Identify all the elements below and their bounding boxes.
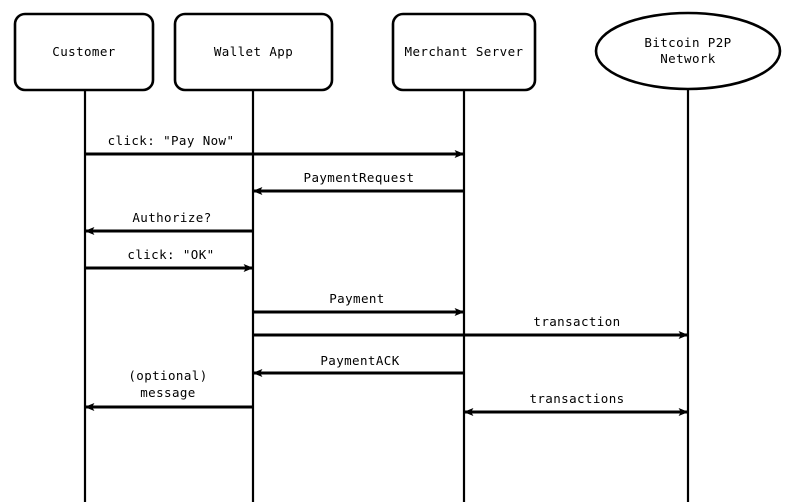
msg-authorize-label: Authorize?	[132, 210, 211, 225]
participant-label-customer: Customer	[52, 44, 115, 59]
lifelines-layer	[83, 89, 690, 502]
msg-payment[interactable]: Payment	[253, 291, 465, 316]
msg-authorize[interactable]: Authorize?	[84, 210, 253, 235]
messages-layer: click: "Pay Now" PaymentRequestAuthorize?…	[84, 133, 689, 416]
msg-transactions-label: transactions	[529, 391, 624, 406]
participants-layer: Customer Wallet App Merchant Server Bitcoin…	[13, 11, 782, 92]
msg-click-pay-now-label: click: "Pay Now"	[108, 133, 235, 148]
msg-payment-ack[interactable]: PaymentACK	[252, 353, 464, 377]
msg-payment-ack-label: PaymentACK	[320, 353, 399, 368]
participant-customer[interactable]: Customer	[13, 12, 155, 92]
participant-merchant[interactable]: Merchant Server	[391, 12, 537, 92]
msg-click-ok[interactable]: click: "OK"	[85, 247, 254, 272]
msg-transaction[interactable]: transaction	[253, 314, 689, 339]
msg-click-ok-label: click: "OK"	[127, 247, 214, 262]
msg-click-pay-now[interactable]: click: "Pay Now"	[85, 133, 465, 158]
participant-label-merchant: Merchant Server	[405, 44, 524, 59]
msg-transaction-label: transaction	[533, 314, 620, 329]
msg-optional-message-label: (optional)message	[128, 368, 207, 400]
msg-payment-request[interactable]: PaymentRequest	[252, 170, 464, 195]
participant-label-wallet: Wallet App	[214, 44, 293, 59]
msg-payment-label: Payment	[329, 291, 384, 306]
participant-wallet[interactable]: Wallet App	[173, 12, 334, 92]
msg-transactions[interactable]: transactions	[463, 391, 689, 416]
msg-optional-message[interactable]: (optional)message	[84, 368, 253, 411]
msg-payment-request-label: PaymentRequest	[304, 170, 415, 185]
